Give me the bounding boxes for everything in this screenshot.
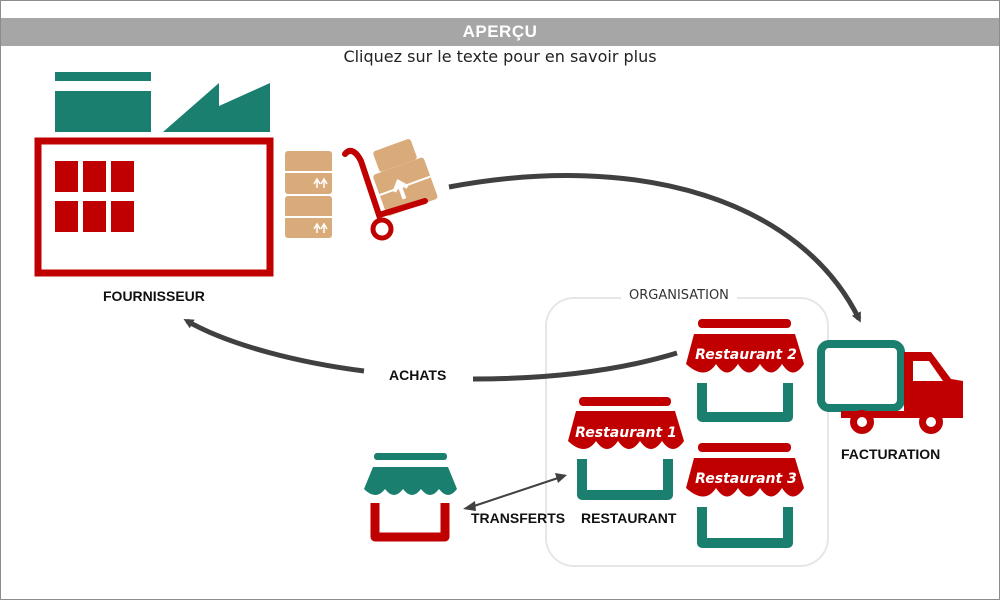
delivery-truck-icon[interactable] <box>817 340 963 434</box>
page-subtitle: Cliquez sur le texte pour en savoir plus <box>343 47 657 66</box>
restaurant-2-label[interactable]: Restaurant 2 <box>695 347 797 363</box>
page-title: APERÇU <box>1 18 999 46</box>
restaurant-1-icon[interactable]: Restaurant 1 <box>568 397 684 500</box>
restaurant-3-icon[interactable]: Restaurant 3 <box>686 443 804 548</box>
restaurant-3-label[interactable]: Restaurant 3 <box>695 471 797 487</box>
boxes-icon <box>285 151 332 238</box>
purchases-label[interactable]: ACHATS <box>389 367 447 383</box>
purchase-arrow-tail <box>472 350 678 382</box>
restaurant-2-icon[interactable]: Restaurant 2 <box>686 319 804 422</box>
organization-label: ORGANISATION <box>621 288 737 303</box>
store-icon[interactable] <box>364 453 457 542</box>
purchase-arrow <box>183 318 365 374</box>
delivery-arrow <box>448 173 862 323</box>
supplier-label[interactable]: FOURNISSEUR <box>103 288 205 304</box>
hand-truck-icon <box>342 139 438 241</box>
restaurant-1-label[interactable]: Restaurant 1 <box>575 425 677 441</box>
invoicing-label[interactable]: FACTURATION <box>841 446 941 462</box>
restaurant-label[interactable]: RESTAURANT <box>581 510 677 526</box>
transfer-arrow <box>463 473 567 511</box>
factory-icon[interactable] <box>34 72 274 277</box>
transfers-label[interactable]: TRANSFERTS <box>471 510 566 526</box>
